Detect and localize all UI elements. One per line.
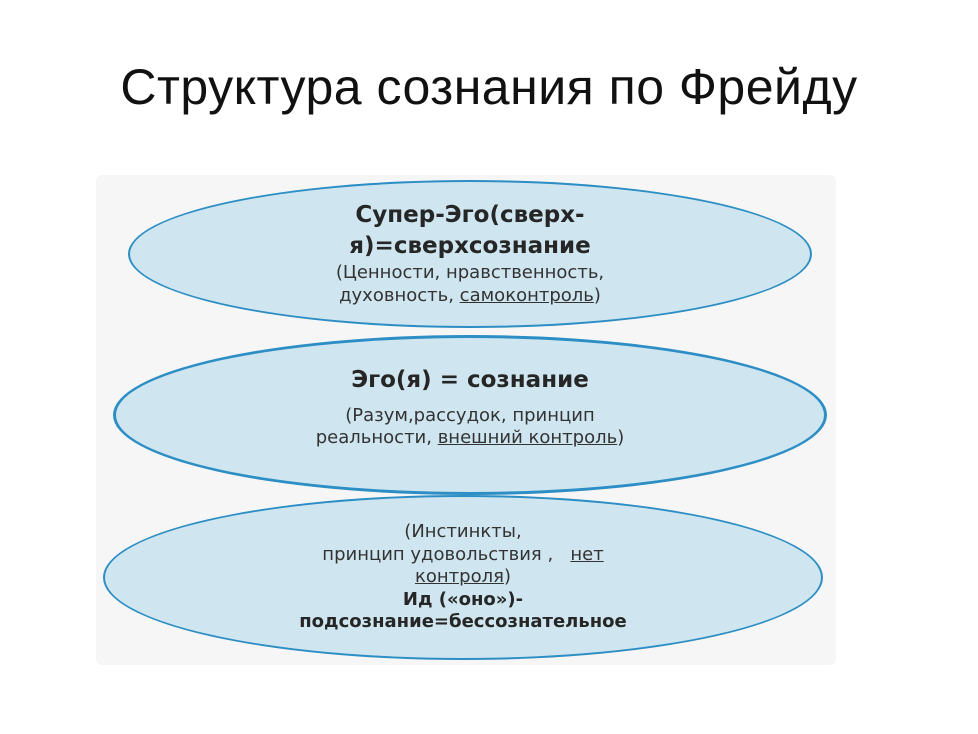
super-ego-ellipse: Супер-Эго(сверх- я)=сверхсознание (Ценно… (128, 180, 812, 328)
id-heading-line2: подсознание=бессознательное (299, 611, 627, 633)
ego-underlined-term: внешний контроль (437, 427, 618, 449)
id-desc-line3: контроля) (415, 566, 511, 589)
id-underlined-term-2: контроля (415, 566, 504, 588)
id-underlined-term-1: нет (570, 543, 604, 565)
id-desc-close: ) (503, 566, 511, 588)
super-ego-desc-text: духовность, (339, 284, 460, 306)
ego-desc-line2: реальности, внешний контроль) (316, 427, 624, 450)
super-ego-heading-line1: Супер-Эго(сверх- (355, 201, 585, 228)
ego-desc-line1: (Разум,рассудок, принцип (345, 404, 595, 426)
slide-title: Структура сознания по Фрейду (120, 59, 858, 115)
id-heading-line1: Ид («оно»)- (402, 588, 524, 610)
super-ego-underlined-term: самоконтроль (459, 284, 594, 306)
ego-ellipse: Эго(я) = сознание (Разум,рассудок, принц… (113, 335, 827, 495)
super-ego-desc-close: ) (593, 284, 601, 306)
id-ellipse: (Инстинкты, принцип удовольствия , нет к… (103, 495, 823, 660)
id-desc-text: принцип удовольствия , (322, 543, 571, 565)
id-desc-line1: (Инстинкты, (404, 521, 522, 543)
ego-desc-close: ) (617, 427, 625, 449)
super-ego-desc-line1: (Ценности, нравственность, (335, 262, 605, 284)
super-ego-desc-line2: духовность, самоконтроль) (339, 285, 601, 308)
ego-heading: Эго(я) = сознание (351, 367, 589, 394)
super-ego-heading-line2: я)=сверхсознание (349, 232, 591, 259)
ego-desc-text: реальности, (315, 427, 438, 449)
id-desc-line2: принцип удовольствия , нет (322, 544, 603, 567)
